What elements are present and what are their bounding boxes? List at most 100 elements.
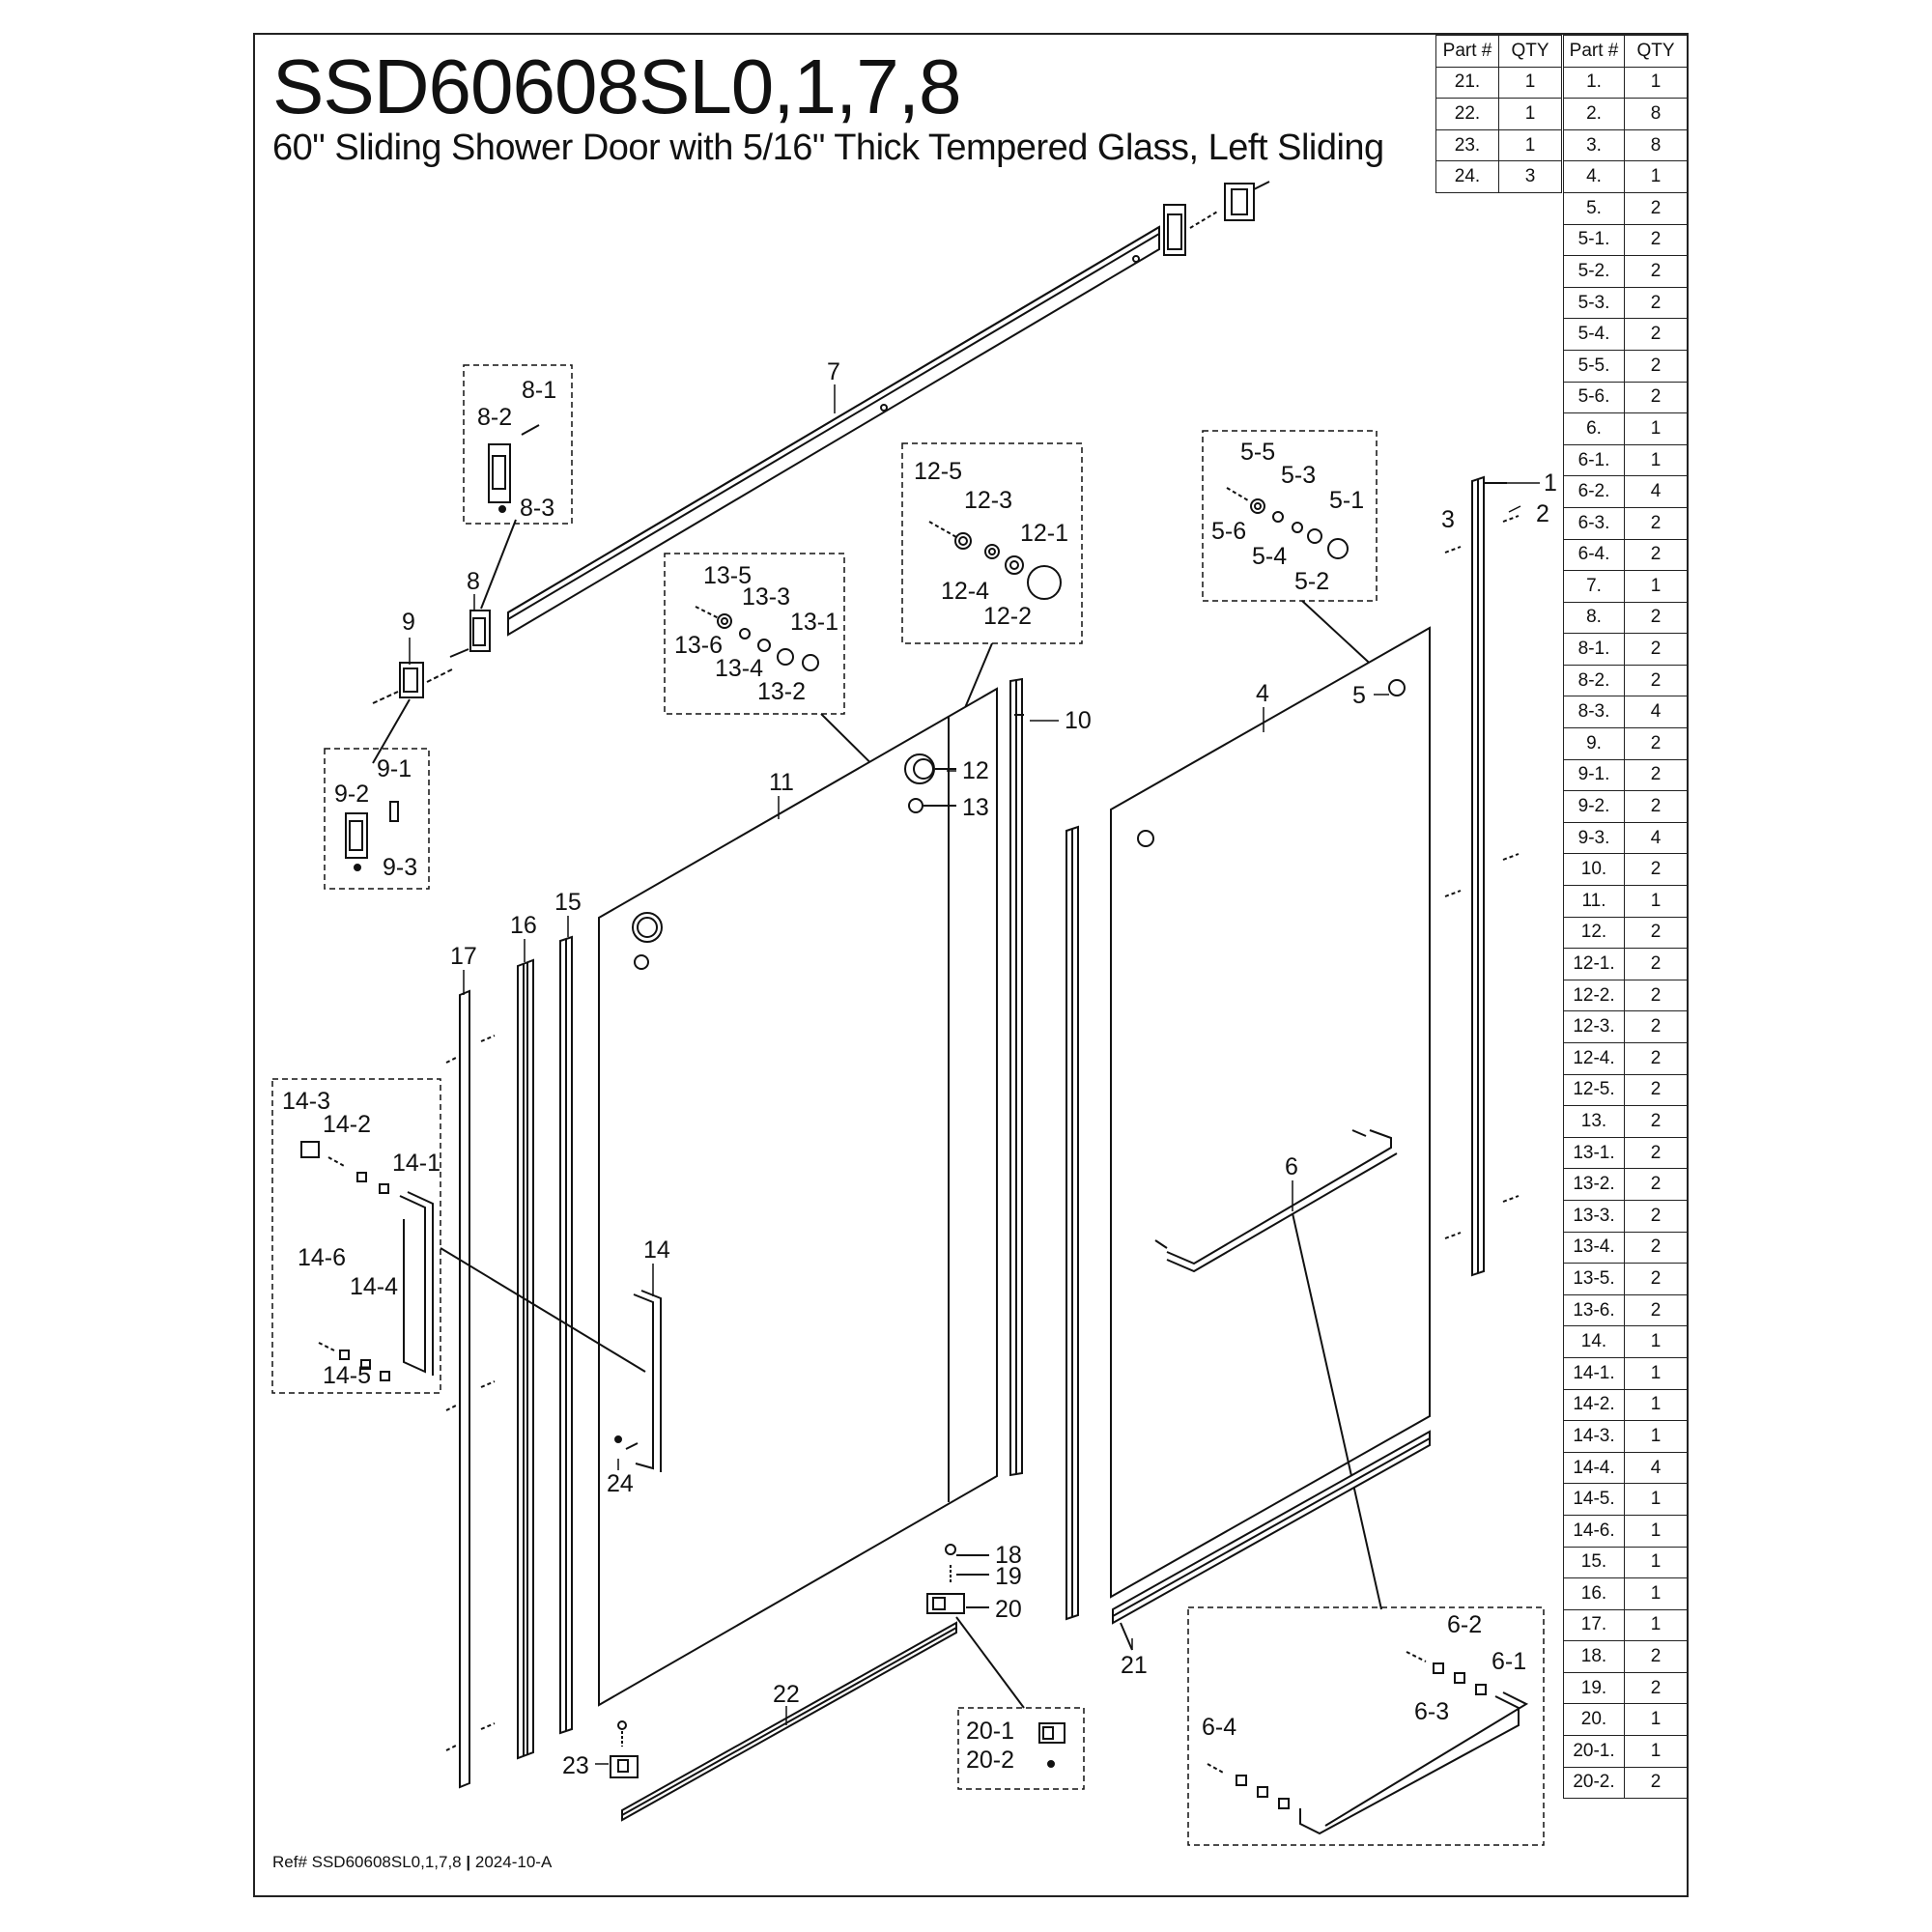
part-number-cell: 12-5. (1563, 1073, 1625, 1107)
wall-bracket-9 (372, 662, 455, 764)
qty-cell: 1 (1624, 1735, 1688, 1768)
qty-cell: 4 (1624, 475, 1688, 508)
header-qty: QTY (1624, 35, 1688, 68)
bottom-rail-22 (621, 1621, 957, 1822)
part-number-cell: 16. (1563, 1577, 1625, 1610)
part-number-cell: 13-1. (1563, 1136, 1625, 1170)
part-number-cell: 12-3. (1563, 1010, 1625, 1043)
qty-cell: 1 (1624, 570, 1688, 603)
part-number-cell: 5-2. (1563, 255, 1625, 288)
table-row: 6-4.2 (1563, 538, 1688, 572)
callout-17: 17 (450, 943, 477, 970)
table-row: 18.2 (1563, 1640, 1688, 1673)
part-number-cell: 19. (1563, 1671, 1625, 1705)
qty-cell: 2 (1624, 1042, 1688, 1075)
callout-14-1: 14-1 (392, 1150, 440, 1177)
product-description: 60" Sliding Shower Door with 5/16" Thick… (272, 128, 1384, 168)
part-number-cell: 14. (1563, 1325, 1625, 1358)
callout-5: 5 (1352, 682, 1366, 709)
callout-12-4: 12-4 (941, 578, 989, 605)
table-row: 13-5.2 (1563, 1263, 1688, 1295)
table-row: 6.1 (1563, 412, 1688, 445)
header-part: Part # (1563, 35, 1625, 68)
qty-cell: 1 (1624, 1420, 1688, 1453)
qty-cell: 2 (1624, 506, 1688, 540)
drawing-sheet-border (253, 33, 1689, 1897)
qty-cell: 8 (1624, 128, 1688, 162)
part-number-cell: 5-1. (1563, 223, 1625, 257)
qty-cell: 2 (1624, 538, 1688, 572)
wall-jamb-17 (445, 989, 496, 1789)
callout-7: 7 (827, 358, 840, 385)
callout-14-5: 14-5 (323, 1362, 371, 1389)
qty-cell: 2 (1624, 1263, 1688, 1295)
header-part: Part # (1435, 35, 1499, 68)
callout-6-1: 6-1 (1492, 1648, 1526, 1675)
part-number-cell: 12-1. (1563, 948, 1625, 980)
table-row: 9.2 (1563, 727, 1688, 760)
part-number-cell: 9-2. (1563, 790, 1625, 823)
qty-cell: 2 (1624, 1010, 1688, 1043)
table-row: 14-1.1 (1563, 1356, 1688, 1390)
qty-cell: 2 (1624, 979, 1688, 1012)
callout-9-3: 9-3 (383, 854, 417, 881)
table-row: 14.1 (1563, 1325, 1688, 1358)
part-number-cell: 21. (1435, 66, 1499, 99)
callout-5-3: 5-3 (1281, 462, 1316, 489)
callout-9-2: 9-2 (334, 781, 369, 808)
seal-16 (517, 958, 534, 1760)
qty-cell: 2 (1624, 916, 1688, 950)
table-row: 7.1 (1563, 570, 1688, 603)
table-row: 22.1 (1435, 98, 1562, 130)
table-row: 14-6.1 (1563, 1514, 1688, 1548)
part-number-cell: 13-6. (1563, 1293, 1625, 1327)
table-row: 13-4.2 (1563, 1231, 1688, 1264)
table-row: 5-1.2 (1563, 223, 1688, 257)
qty-cell: 2 (1624, 633, 1688, 666)
qty-cell: 1 (1624, 1577, 1688, 1610)
qty-cell: 1 (1624, 1546, 1688, 1579)
part-number-cell: 8-1. (1563, 633, 1625, 666)
table-row: 9-1.2 (1563, 758, 1688, 792)
table-row: 20-1.1 (1563, 1735, 1688, 1768)
qty-cell: 1 (1624, 412, 1688, 445)
header-qty: QTY (1498, 35, 1562, 68)
qty-cell: 2 (1624, 1105, 1688, 1138)
part-number-cell: 3. (1563, 128, 1625, 162)
callout-5-1: 5-1 (1329, 487, 1364, 514)
table-row: 19.2 (1563, 1671, 1688, 1705)
table-row: 6-1.1 (1563, 443, 1688, 477)
table-row: 13-1.2 (1563, 1136, 1688, 1170)
callout-13: 13 (962, 794, 989, 821)
callout-24: 24 (607, 1470, 634, 1497)
qty-cell: 2 (1624, 318, 1688, 351)
part-number-cell: 23. (1435, 128, 1499, 162)
callout-12-3: 12-3 (964, 487, 1012, 514)
table-row: 6-3.2 (1563, 506, 1688, 540)
qty-cell: 2 (1624, 790, 1688, 823)
table-header-row: Part # QTY (1435, 35, 1562, 68)
qty-cell: 2 (1624, 727, 1688, 760)
part-number-cell: 6-3. (1563, 506, 1625, 540)
callout-12: 12 (962, 757, 989, 784)
callout-labels: 7 8 9 10 11 12 13 4 5 1 2 3 6 14 15 16 1… (282, 358, 1557, 1779)
part-number-cell: 13-3. (1563, 1199, 1625, 1233)
ref-separator: | (466, 1853, 471, 1871)
part-number-cell: 6. (1563, 412, 1625, 445)
detail-box-8 (463, 364, 573, 525)
part-number-cell: 12-2. (1563, 979, 1625, 1012)
qty-cell: 2 (1624, 381, 1688, 414)
part-number-cell: 6-4. (1563, 538, 1625, 572)
part-number-cell: 14-4. (1563, 1451, 1625, 1485)
callout-13-2: 13-2 (757, 678, 806, 705)
detail-box-20 (957, 1707, 1085, 1790)
sliding-glass-panel-11 (598, 687, 998, 1707)
detail-box-14 (271, 1078, 646, 1394)
part-number-cell: 6-1. (1563, 443, 1625, 477)
table-row: 3.8 (1563, 128, 1688, 162)
table-row: 4.1 (1563, 160, 1688, 193)
part-number-cell: 5. (1563, 191, 1625, 225)
callout-22: 22 (773, 1681, 800, 1708)
stopper-8 (449, 519, 517, 658)
